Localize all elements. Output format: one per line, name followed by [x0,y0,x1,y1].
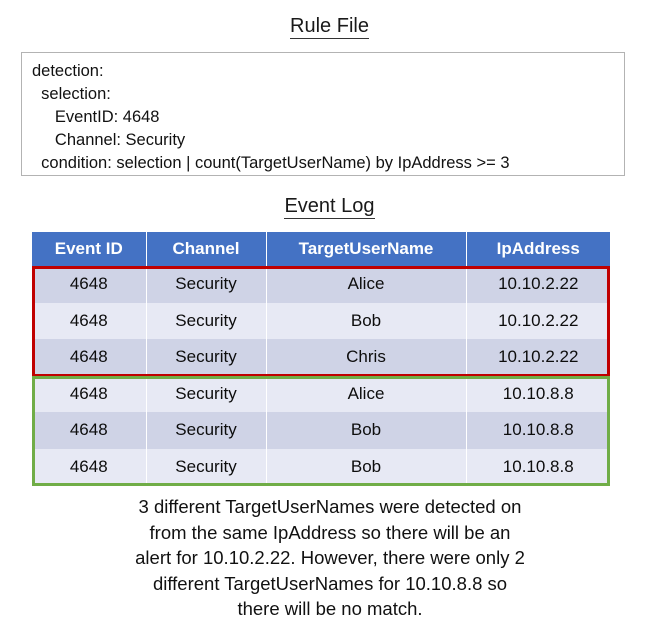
rule-line-channel: Channel: Security [32,131,186,149]
cell-channel: Security [145,266,267,303]
cell-target-user-name: Alice [265,375,467,412]
cell-ip-address: 10.10.2.22 [465,339,610,376]
cell-event-id: 4648 [32,375,147,412]
event-log-title-text: Event Log [284,195,375,219]
cell-channel: Security [145,448,267,485]
rule-line-selection: selection: [32,85,111,103]
cell-ip-address: 10.10.2.22 [465,266,610,303]
rule-line-condition: condition: selection | count(TargetUserN… [32,154,510,172]
caption-line-5: there will be no match. [237,598,423,619]
cell-event-id: 4648 [32,448,147,485]
cell-ip-address: 10.10.8.8 [465,375,610,412]
explanation-caption: 3 different TargetUserNames were detecte… [40,494,620,622]
cell-target-user-name: Alice [265,266,467,303]
table-header-row: Event ID Channel TargetUserName IpAddres… [32,232,610,266]
cell-ip-address: 10.10.8.8 [465,448,610,485]
column-header-ip-address: IpAddress [465,232,610,266]
cell-event-id: 4648 [32,266,147,303]
cell-channel: Security [145,412,267,449]
cell-ip-address: 10.10.2.22 [465,302,610,339]
event-log-table: Event ID Channel TargetUserName IpAddres… [32,232,610,485]
table-row: 4648 Security Chris 10.10.2.22 [32,339,610,376]
event-log-title: Event Log [0,194,659,219]
cell-target-user-name: Chris [265,339,467,376]
rule-line-eventid: EventID: 4648 [32,108,160,126]
cell-event-id: 4648 [32,339,147,376]
table-row: 4648 Security Bob 10.10.8.8 [32,448,610,485]
rule-file-title: Rule File [0,14,659,39]
cell-target-user-name: Bob [265,302,467,339]
cell-ip-address: 10.10.8.8 [465,412,610,449]
table-row: 4648 Security Bob 10.10.2.22 [32,302,610,339]
cell-channel: Security [145,302,267,339]
table-row: 4648 Security Alice 10.10.8.8 [32,375,610,412]
cell-channel: Security [145,375,267,412]
cell-target-user-name: Bob [265,412,467,449]
cell-target-user-name: Bob [265,448,467,485]
rule-file-title-text: Rule File [290,15,369,39]
rule-line-detection: detection: [32,62,104,80]
rule-file-box: detection: selection: EventID: 4648 Chan… [21,52,625,176]
cell-event-id: 4648 [32,412,147,449]
caption-line-1: 3 different TargetUserNames were detecte… [138,496,522,517]
cell-event-id: 4648 [32,302,147,339]
cell-channel: Security [145,339,267,376]
column-header-channel: Channel [145,232,267,266]
caption-line-4: different TargetUserNames for 10.10.8.8 … [152,572,508,594]
caption-line-2: from the same IpAddress so there will be… [149,521,511,543]
table-row: 4648 Security Alice 10.10.2.22 [32,266,610,303]
caption-line-3: alert for 10.10.2.22. However, there wer… [135,547,525,568]
column-header-target-user-name: TargetUserName [265,232,467,266]
table-row: 4648 Security Bob 10.10.8.8 [32,412,610,449]
column-header-event-id: Event ID [32,232,147,266]
